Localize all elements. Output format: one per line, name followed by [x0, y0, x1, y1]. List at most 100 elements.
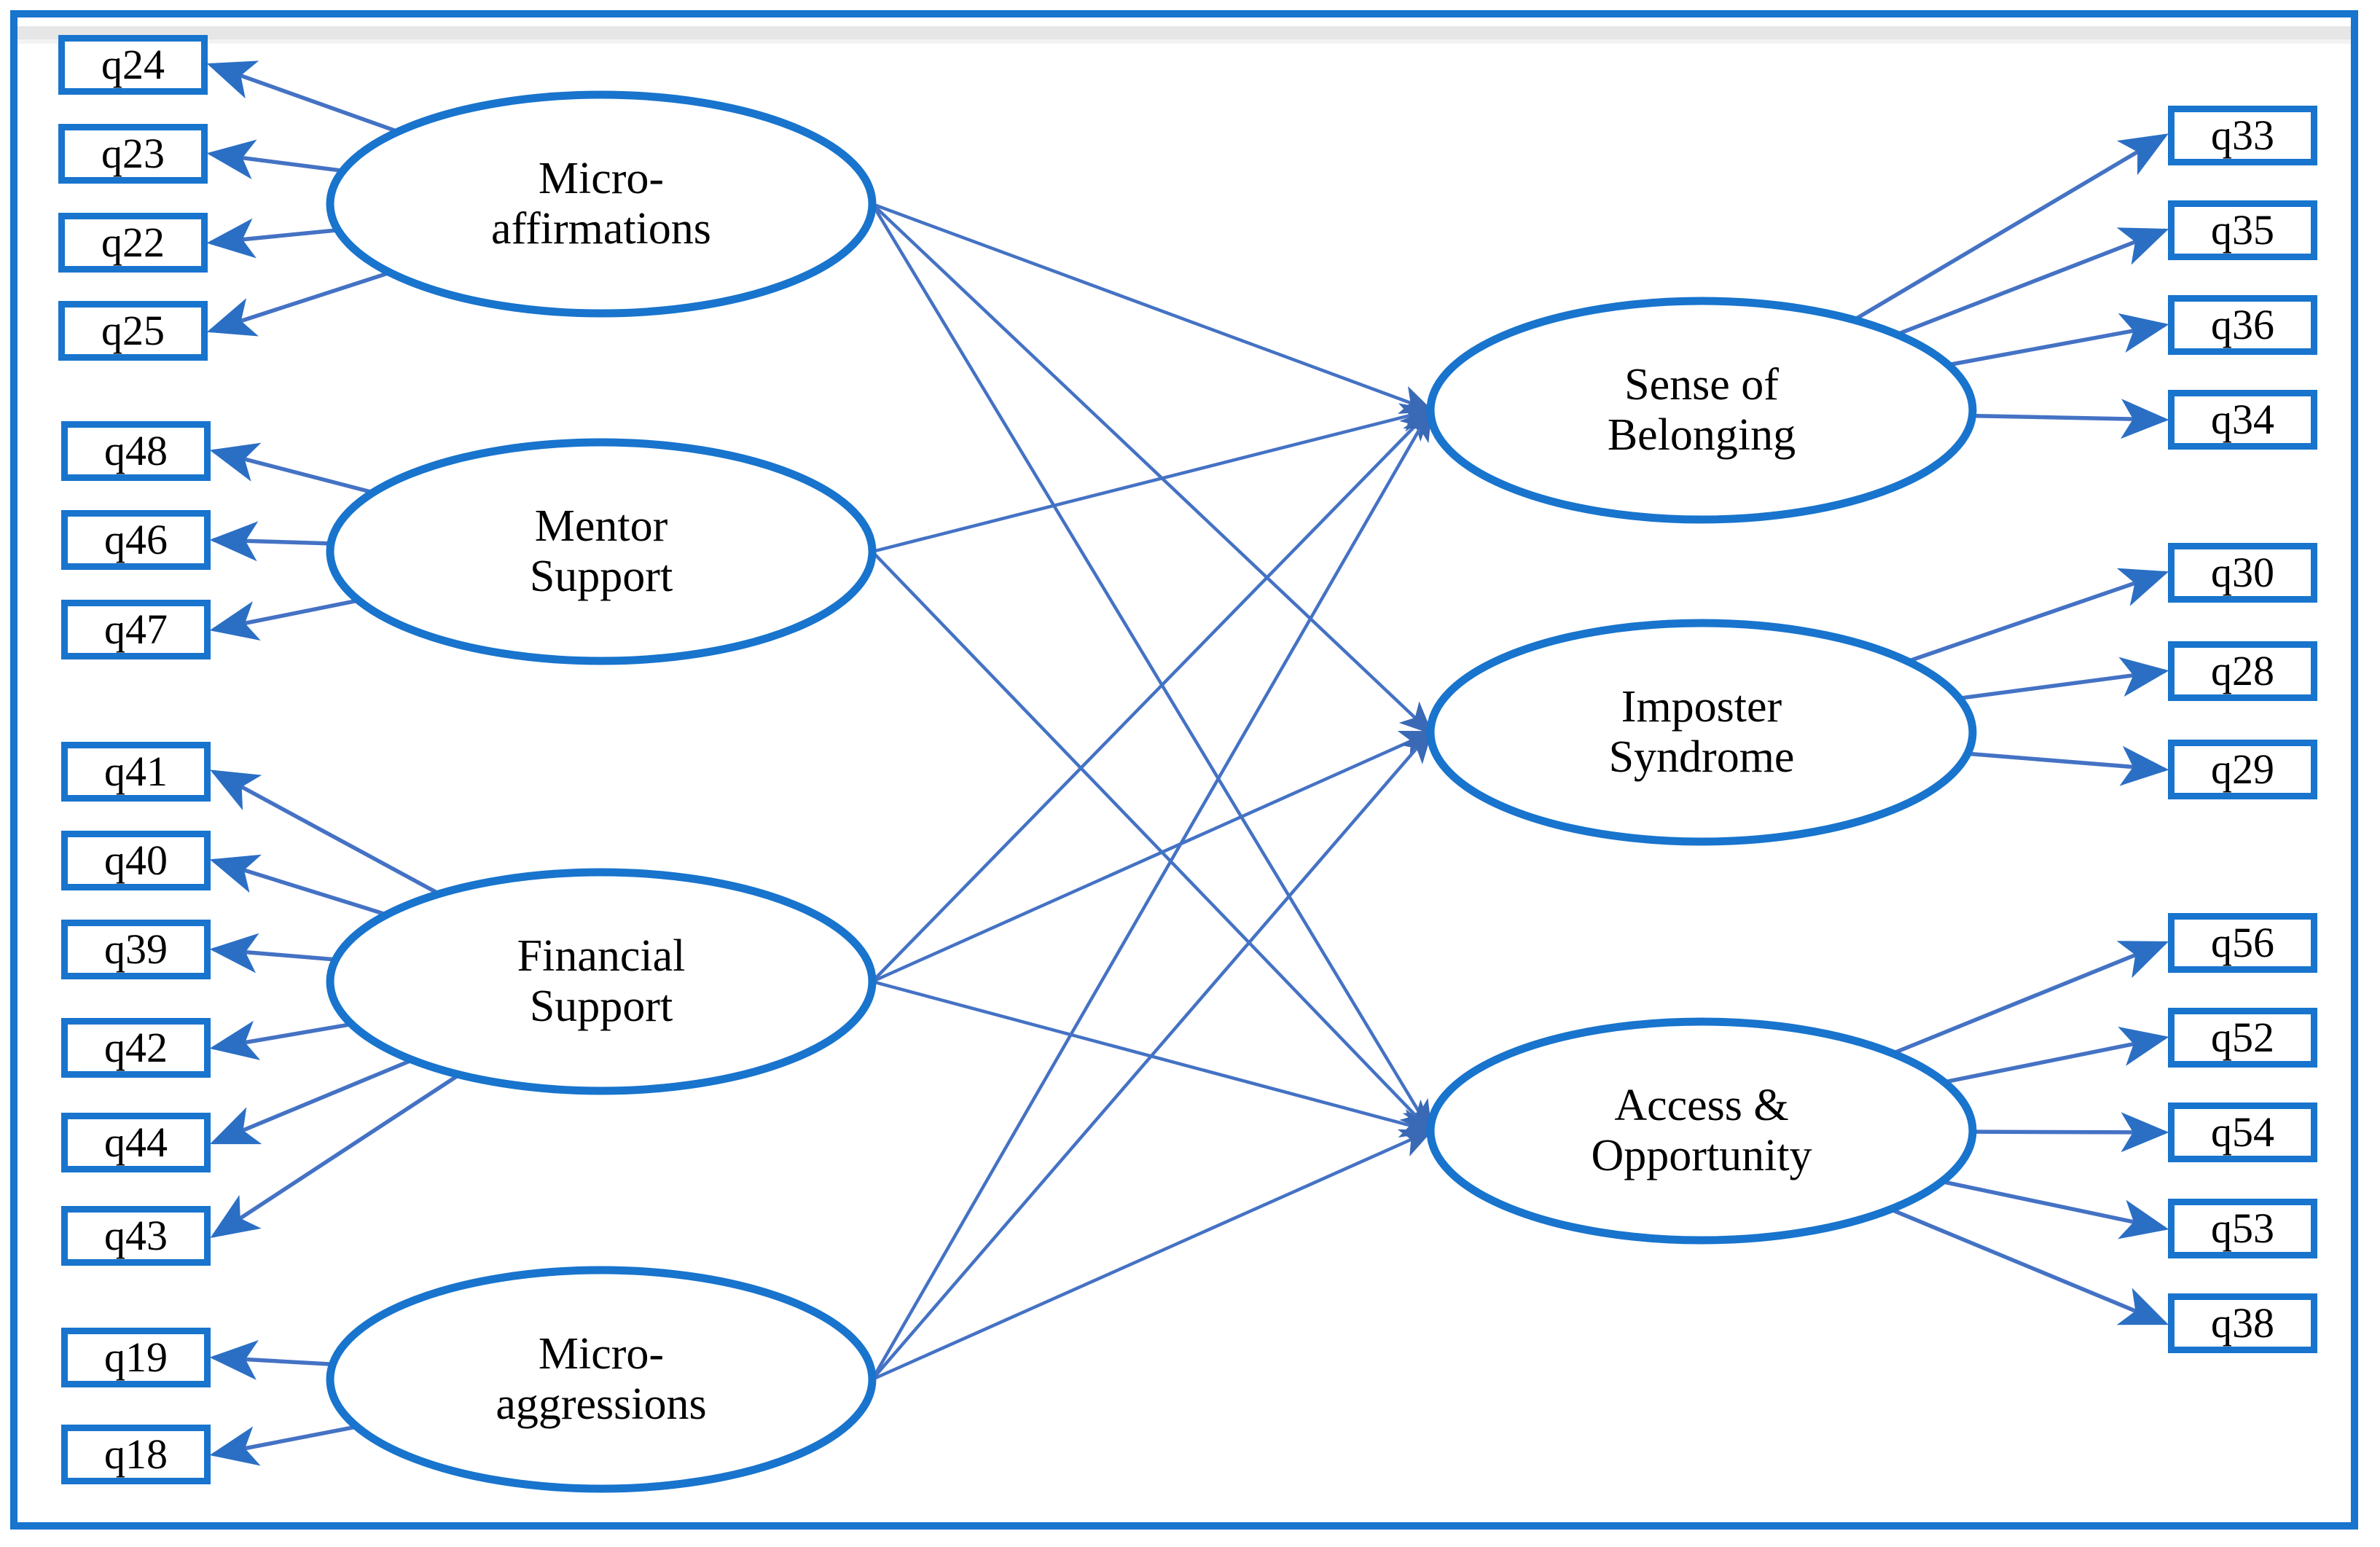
indicator-box-q23: q23 — [58, 124, 208, 184]
structural-path-micro-aggressions-to-sense-of-belonging — [871, 407, 1433, 1381]
indicator-box-q41: q41 — [61, 742, 211, 802]
indicator-label: q44 — [104, 1119, 168, 1166]
indicator-box-q43: q43 — [61, 1206, 211, 1266]
latent-ellipse-micro-aggressions — [326, 1266, 877, 1493]
indicator-label: q42 — [104, 1024, 168, 1071]
indicator-label: q28 — [2211, 647, 2274, 694]
indicator-box-q28: q28 — [2168, 641, 2317, 701]
measurement-path-micro-affirmations-to-q23 — [206, 139, 343, 179]
indicator-label: q52 — [2211, 1014, 2274, 1061]
indicator-label: q54 — [2211, 1108, 2274, 1156]
latent-ellipse-imposter-syndrome — [1426, 619, 1977, 846]
indicator-box-q54: q54 — [2168, 1103, 2317, 1162]
indicator-label: q56 — [2211, 919, 2274, 966]
structural-path-micro-affirmations-to-imposter-syndrome — [871, 203, 1433, 735]
latent-ellipse-micro-affirmations — [326, 90, 877, 318]
latent-ellipse-financial-support — [326, 868, 877, 1095]
latent-ellipse-sense-of-belonging — [1426, 297, 1977, 524]
indicator-box-q44: q44 — [61, 1113, 211, 1172]
indicator-label: q48 — [104, 427, 168, 474]
indicator-label: q38 — [2211, 1299, 2274, 1347]
indicator-box-q39: q39 — [61, 920, 211, 979]
measurement-path-micro-affirmations-to-q24 — [206, 60, 399, 134]
indicator-box-q34: q34 — [2168, 390, 2317, 450]
structural-path-micro-aggressions-to-imposter-syndrome — [871, 729, 1433, 1381]
measurement-path-access-and-opportunity-to-q52 — [1943, 1026, 2169, 1084]
structural-path-mentor-support-to-sense-of-belonging — [872, 403, 1434, 554]
indicator-label: q30 — [2211, 549, 2274, 596]
indicator-label: q34 — [2211, 396, 2274, 443]
measurement-path-layer — [206, 60, 2169, 1466]
indicator-label: q40 — [104, 837, 168, 884]
measurement-path-financial-support-to-q44 — [209, 1058, 413, 1145]
structural-path-micro-affirmations-to-access-and-opportunity — [871, 203, 1433, 1134]
indicator-box-q19: q19 — [61, 1328, 211, 1387]
measurement-path-imposter-syndrome-to-q30 — [1906, 568, 2169, 664]
indicator-box-q22: q22 — [58, 213, 208, 273]
indicator-box-q47: q47 — [61, 600, 211, 659]
structural-path-financial-support-to-imposter-syndrome — [872, 730, 1434, 984]
structural-path-layer — [871, 202, 1434, 1382]
measurement-path-mentor-support-to-q46 — [209, 521, 332, 562]
measurement-path-imposter-syndrome-to-q29 — [1967, 745, 2169, 786]
indicator-label: q19 — [104, 1333, 168, 1381]
indicator-box-q36: q36 — [2168, 295, 2317, 355]
indicator-label: q35 — [2211, 206, 2274, 254]
measurement-path-access-and-opportunity-to-q53 — [1941, 1179, 2169, 1239]
indicator-box-q46: q46 — [61, 510, 211, 570]
measurement-path-mentor-support-to-q47 — [209, 598, 359, 641]
indicator-label: q22 — [101, 219, 165, 266]
measurement-path-sense-of-belonging-to-q34 — [1972, 399, 2169, 439]
indicator-box-q33: q33 — [2168, 106, 2317, 165]
structural-path-micro-affirmations-to-sense-of-belonging — [872, 202, 1434, 414]
measurement-path-sense-of-belonging-to-q33 — [1852, 133, 2169, 322]
measurement-path-access-and-opportunity-to-q56 — [1892, 941, 2169, 1056]
measurement-path-micro-affirmations-to-q25 — [206, 270, 391, 337]
measurement-path-micro-aggressions-to-q19 — [209, 1339, 333, 1380]
indicator-box-q38: q38 — [2168, 1293, 2317, 1353]
measurement-path-sense-of-belonging-to-q35 — [1895, 227, 2169, 337]
structural-path-micro-aggressions-to-access-and-opportunity — [872, 1129, 1434, 1382]
measurement-path-access-and-opportunity-to-q38 — [1890, 1207, 2169, 1325]
indicator-label: q18 — [104, 1430, 168, 1478]
indicator-label: q43 — [104, 1212, 168, 1259]
indicator-box-q29: q29 — [2168, 740, 2317, 799]
indicator-label: q53 — [2211, 1205, 2274, 1252]
structural-path-financial-support-to-sense-of-belonging — [871, 407, 1433, 983]
measurement-path-mentor-support-to-q48 — [209, 442, 374, 495]
indicator-box-q53: q53 — [2168, 1199, 2317, 1258]
indicator-box-q40: q40 — [61, 831, 211, 890]
measurement-path-imposter-syndrome-to-q28 — [1959, 657, 2169, 701]
indicator-box-q30: q30 — [2168, 543, 2317, 603]
measurement-path-financial-support-to-q40 — [209, 854, 388, 917]
indicator-box-q35: q35 — [2168, 200, 2317, 260]
measurement-path-financial-support-to-q39 — [209, 933, 336, 974]
indicator-box-q25: q25 — [58, 301, 208, 361]
indicator-label: q25 — [101, 307, 165, 354]
indicator-label: q33 — [2211, 111, 2274, 159]
measurement-path-financial-support-to-q41 — [210, 769, 441, 896]
indicator-box-q56: q56 — [2168, 913, 2317, 973]
indicator-box-q52: q52 — [2168, 1008, 2317, 1068]
indicator-label: q23 — [101, 130, 165, 177]
measurement-path-financial-support-to-q42 — [209, 1020, 353, 1060]
indicator-label: q46 — [104, 516, 168, 563]
structural-path-mentor-support-to-access-and-opportunity — [871, 550, 1433, 1134]
indicator-label: q41 — [104, 748, 168, 795]
measurement-path-micro-aggressions-to-q18 — [209, 1425, 358, 1466]
indicator-label: q47 — [104, 606, 168, 653]
measurement-path-financial-support-to-q43 — [210, 1073, 461, 1239]
indicator-box-q18: q18 — [61, 1425, 211, 1484]
indicator-label: q24 — [101, 41, 165, 88]
indicator-box-q42: q42 — [61, 1018, 211, 1078]
latent-ellipse-layer — [326, 90, 1977, 1493]
indicator-label: q29 — [2211, 745, 2274, 793]
measurement-path-micro-affirmations-to-q22 — [206, 218, 338, 259]
indicator-label: q36 — [2211, 301, 2274, 348]
latent-ellipse-mentor-support — [326, 438, 877, 665]
frame-top-strip-secondary — [17, 39, 2351, 44]
indicator-box-q48: q48 — [61, 421, 211, 481]
indicator-box-q24: q24 — [58, 35, 208, 95]
